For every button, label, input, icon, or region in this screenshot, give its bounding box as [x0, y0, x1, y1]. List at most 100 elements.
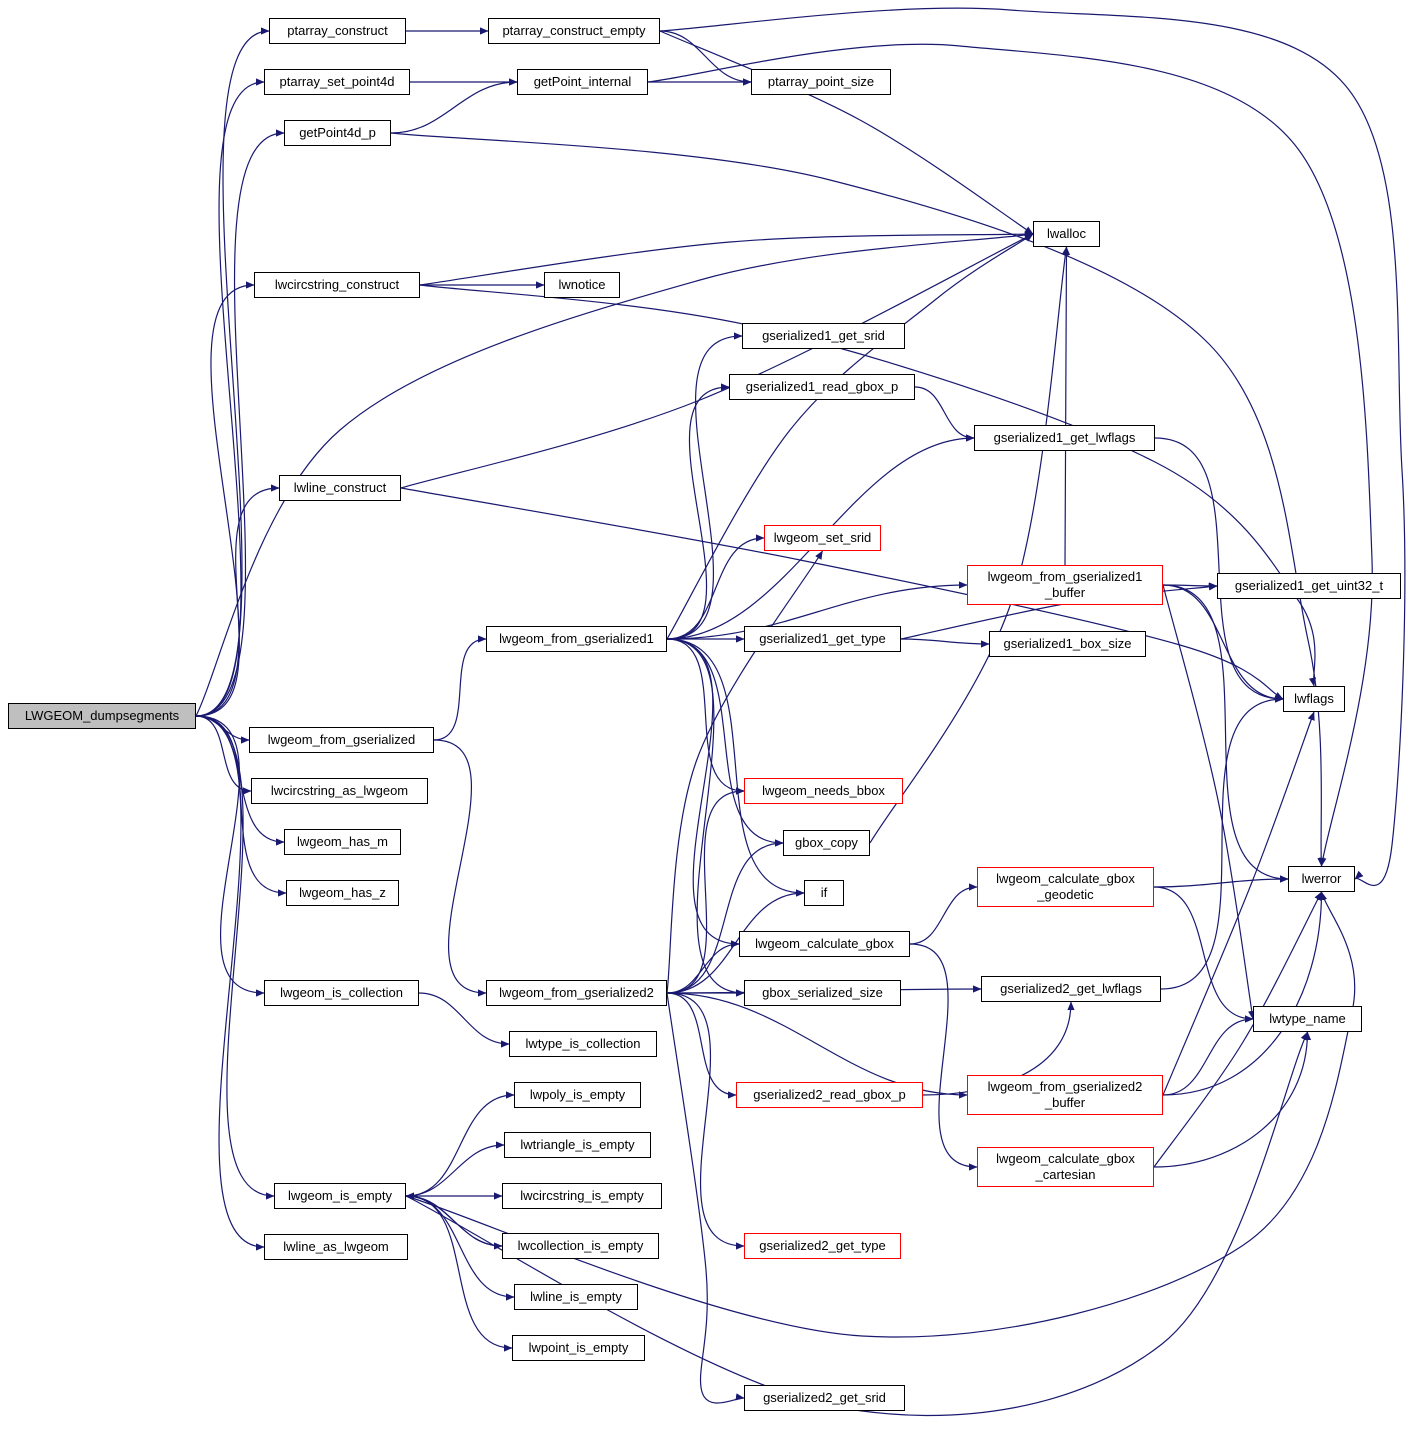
edge-d-to-ptsp [195, 78, 265, 717]
edge-f1-to-nbb [666, 638, 745, 795]
node-label: lwpoint_is_empty [528, 1340, 629, 1356]
node-getpoint-internal[interactable]: getPoint_internal [517, 69, 648, 95]
edge-ise-to-linee [405, 1195, 515, 1301]
node-label: lwgeom_has_z [299, 885, 386, 901]
node-lwalloc[interactable]: lwalloc [1033, 221, 1100, 247]
node-lwgeom-set-srid[interactable]: lwgeom_set_srid [764, 525, 881, 551]
node-lwflags[interactable]: lwflags [1283, 686, 1345, 712]
node-ptarray-construct[interactable]: ptarray_construct [269, 18, 406, 44]
node-lwcircstring-is-empty[interactable]: lwcircstring_is_empty [502, 1183, 662, 1209]
node-gserialized1-get-srid[interactable]: gserialized1_get_srid [742, 323, 905, 349]
node-lwgeom-has-z[interactable]: lwgeom_has_z [286, 880, 399, 906]
node-lwcircstring-construct[interactable]: lwcircstring_construct [254, 272, 420, 298]
node-label: lwflags [1294, 691, 1334, 707]
node-label: getPoint_internal [533, 74, 632, 90]
edge-llc-to-alloc [400, 233, 1034, 489]
node-lwgeom-needs-bbox[interactable]: lwgeom_needs_bbox [744, 778, 903, 804]
node-gserialized1-get-type[interactable]: gserialized1_get_type [744, 626, 901, 652]
edge-f1-to-lss [666, 534, 765, 640]
node-label: lwcircstring_construct [274, 277, 400, 293]
node-label: lwgeom_calculate_gbox _cartesian [996, 1151, 1135, 1182]
node-lwgeom-from-gserialized1[interactable]: lwgeom_from_gserialized1 [486, 626, 667, 652]
node-lwpoint-is-empty[interactable]: lwpoint_is_empty [512, 1335, 645, 1361]
node-label: LWGEOM_dumpsegments [24, 708, 180, 724]
node-label: gserialized1_get_lwflags [993, 430, 1136, 446]
edge-d-to-llc [195, 484, 280, 717]
node-label: lwline_is_empty [530, 1289, 622, 1305]
node-gserialized1-read-gbox-p[interactable]: gserialized1_read_gbox_p [729, 374, 915, 400]
node-label: gbox_copy [795, 835, 858, 851]
node-gserialized2-get-type[interactable]: gserialized2_get_type [744, 1233, 901, 1259]
node-label: gserialized2_get_lwflags [1000, 981, 1142, 997]
node-lwcircstring-as-lwgeom[interactable]: lwcircstring_as_lwgeom [251, 778, 428, 804]
node-gbox-copy[interactable]: gbox_copy [783, 830, 870, 856]
edge-ise-to-polye [405, 1091, 515, 1197]
node-label: ptarray_point_size [767, 74, 875, 90]
node-gserialized2-get-srid[interactable]: gserialized2_get_srid [744, 1385, 905, 1411]
node-lwerror[interactable]: lwerror [1288, 866, 1355, 892]
node-lwgeom-calculate-gbox-cartesian[interactable]: lwgeom_calculate_gbox _cartesian [977, 1147, 1154, 1187]
edge-f2-to-lss [666, 550, 824, 994]
node-label: lwtype_name [1269, 1011, 1346, 1027]
node-ptarray-construct-empty[interactable]: ptarray_construct_empty [488, 18, 660, 44]
edge-b1-to-g1u32 [1162, 582, 1218, 590]
node-lwgeom-has-m[interactable]: lwgeom_has_m [284, 829, 401, 855]
node-gserialized2-get-lwflags[interactable]: gserialized2_get_lwflags [981, 976, 1161, 1002]
edge-ptce-to-ptps [659, 30, 752, 86]
node-gserialized1-box-size[interactable]: gserialized1_box_size [989, 631, 1146, 657]
node-lwtype-is-collection[interactable]: lwtype_is_collection [509, 1031, 657, 1057]
node-lwgeom-is-collection[interactable]: lwgeom_is_collection [264, 980, 419, 1006]
node-lwcollection-is-empty[interactable]: lwcollection_is_empty [502, 1233, 659, 1259]
edge-d-to-fg [195, 715, 250, 744]
node-label: lwalloc [1046, 226, 1086, 242]
node-label: lwcircstring_is_empty [520, 1188, 644, 1204]
node-lwgeom-is-empty[interactable]: lwgeom_is_empty [274, 1183, 406, 1209]
node-label: lwgeom_from_gserialized [267, 732, 416, 748]
node-label: gbox_serialized_size [762, 985, 883, 1001]
node-lwgeom-calculate-gbox-geodetic[interactable]: lwgeom_calculate_gbox _geodetic [977, 867, 1154, 907]
node-lwline-is-empty[interactable]: lwline_is_empty [514, 1284, 638, 1310]
node-lwgeom-from-gserialized1-buffer[interactable]: lwgeom_from_gserialized1 _buffer [967, 565, 1163, 605]
node-getpoint4d-p[interactable]: getPoint4d_p [284, 120, 391, 146]
edge-b2-to-tname [1162, 1015, 1254, 1096]
edge-b1-to-tname [1162, 584, 1256, 1020]
edge-fg-to-f1 [433, 635, 487, 741]
node-label: ptarray_construct_empty [502, 23, 646, 39]
node-label: ptarray_set_point4d [279, 74, 395, 90]
node-lwgeom-from-gserialized[interactable]: lwgeom_from_gserialized [249, 727, 434, 753]
node-lwtype-name[interactable]: lwtype_name [1253, 1006, 1362, 1032]
node-label: lwgeom_from_gserialized1 _buffer [987, 569, 1143, 600]
node-label: lwgeom_calculate_gbox _geodetic [996, 871, 1135, 902]
node-ptarray-point-size[interactable]: ptarray_point_size [751, 69, 891, 95]
edge-f2-to-cg [666, 940, 740, 994]
node-lwline-as-lwgeom[interactable]: lwline_as_lwgeom [264, 1234, 408, 1260]
node-lwgeom-dumpsegments[interactable]: LWGEOM_dumpsegments [8, 703, 196, 729]
node-ptarray-set-point4d[interactable]: ptarray_set_point4d [264, 69, 410, 95]
node-label: lwtype_is_collection [525, 1036, 641, 1052]
node-if[interactable]: if [804, 880, 844, 906]
node-lwtriangle-is-empty[interactable]: lwtriangle_is_empty [504, 1132, 651, 1158]
node-label: gserialized1_get_srid [762, 328, 885, 344]
node-lwgeom-from-gserialized2-buffer[interactable]: lwgeom_from_gserialized2 _buffer [967, 1075, 1163, 1115]
node-lwline-construct[interactable]: lwline_construct [279, 475, 401, 501]
node-label: lwgeom_from_gserialized2 [499, 985, 654, 1001]
node-lwgeom-from-gserialized2[interactable]: lwgeom_from_gserialized2 [486, 980, 667, 1006]
node-gbox-serialized-size[interactable]: gbox_serialized_size [744, 980, 901, 1006]
node-lwpoly-is-empty[interactable]: lwpoly_is_empty [514, 1082, 641, 1108]
node-lwgeom-calculate-gbox[interactable]: lwgeom_calculate_gbox [739, 931, 910, 957]
edge-cgg-to-err [1153, 875, 1289, 888]
node-gserialized2-read-gbox-p[interactable]: gserialized2_read_gbox_p [736, 1082, 923, 1108]
node-gserialized1-get-uint32-t[interactable]: gserialized1_get_uint32_t [1217, 573, 1401, 599]
edge-ise-to-pte [405, 1195, 513, 1352]
edge-g1lwf-to-lwf [1154, 437, 1284, 703]
node-label: lwgeom_has_m [296, 834, 389, 850]
node-gserialized1-get-lwflags[interactable]: gserialized1_get_lwflags [974, 425, 1155, 451]
node-label: lwtriangle_is_empty [520, 1137, 635, 1153]
node-label: lwgeom_from_gserialized1 [499, 631, 654, 647]
edge-b1-to-alloc [1062, 246, 1071, 566]
edge-cgg-to-tname [1153, 886, 1254, 1023]
edge-f2-to-nbb [666, 787, 745, 994]
node-lwnotice[interactable]: lwnotice [544, 272, 620, 298]
